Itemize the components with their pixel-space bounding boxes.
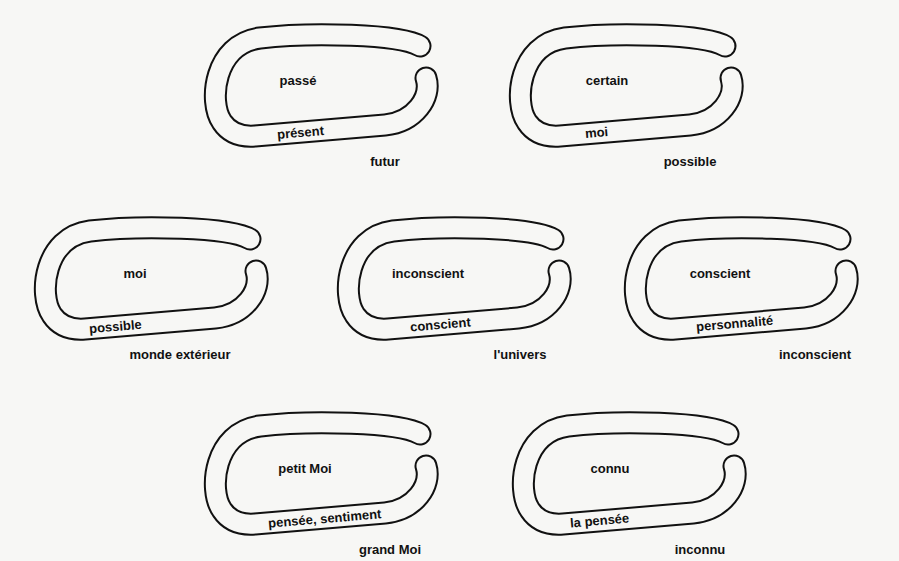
outer-text: monde extérieur (129, 348, 230, 361)
outer-text: l'univers (494, 348, 547, 361)
spiral-shape: conscientpersonnalitéinconscient (620, 215, 860, 365)
inner-text: passé (280, 74, 317, 87)
inner-text: connu (591, 462, 630, 475)
band-text: présent (276, 124, 324, 141)
outer-text: grand Moi (359, 543, 421, 556)
spiral-band (215, 423, 427, 524)
spiral-outline (30, 215, 270, 345)
spiral-border (45, 228, 257, 329)
inner-text: moi (123, 267, 146, 280)
spiral-band (523, 423, 735, 524)
spiral-shape: petit Moipensée, sentimentgrand Moi (200, 410, 440, 560)
band-text: moi (585, 125, 609, 140)
spiral-outline (505, 22, 745, 152)
spiral-border (348, 228, 560, 329)
spiral-shape: moipossiblemonde extérieur (30, 215, 270, 365)
spiral-border (635, 228, 847, 329)
spiral-border (215, 423, 427, 524)
outer-text: inconscient (779, 348, 851, 361)
spiral-band (520, 35, 732, 136)
spiral-shape: connula penséeinconnu (508, 410, 748, 560)
inner-text: petit Moi (278, 462, 331, 475)
outer-text: possible (664, 155, 717, 168)
spiral-border (520, 35, 732, 136)
spiral-band (215, 35, 427, 136)
inner-text: conscient (690, 267, 751, 280)
outer-text: futur (370, 155, 400, 168)
inner-text: certain (586, 74, 629, 87)
spiral-band (635, 228, 847, 329)
spiral-shape: inconscientconscientl'univers (333, 215, 573, 365)
spiral-band (45, 228, 257, 329)
spiral-border (215, 35, 427, 136)
spiral-shape: passé présent futur (200, 22, 440, 172)
spiral-border (523, 423, 735, 524)
outer-text: inconnu (675, 543, 726, 556)
spiral-shape: certain moi possible (505, 22, 745, 172)
spiral-band (348, 228, 560, 329)
inner-text: inconscient (392, 267, 464, 280)
